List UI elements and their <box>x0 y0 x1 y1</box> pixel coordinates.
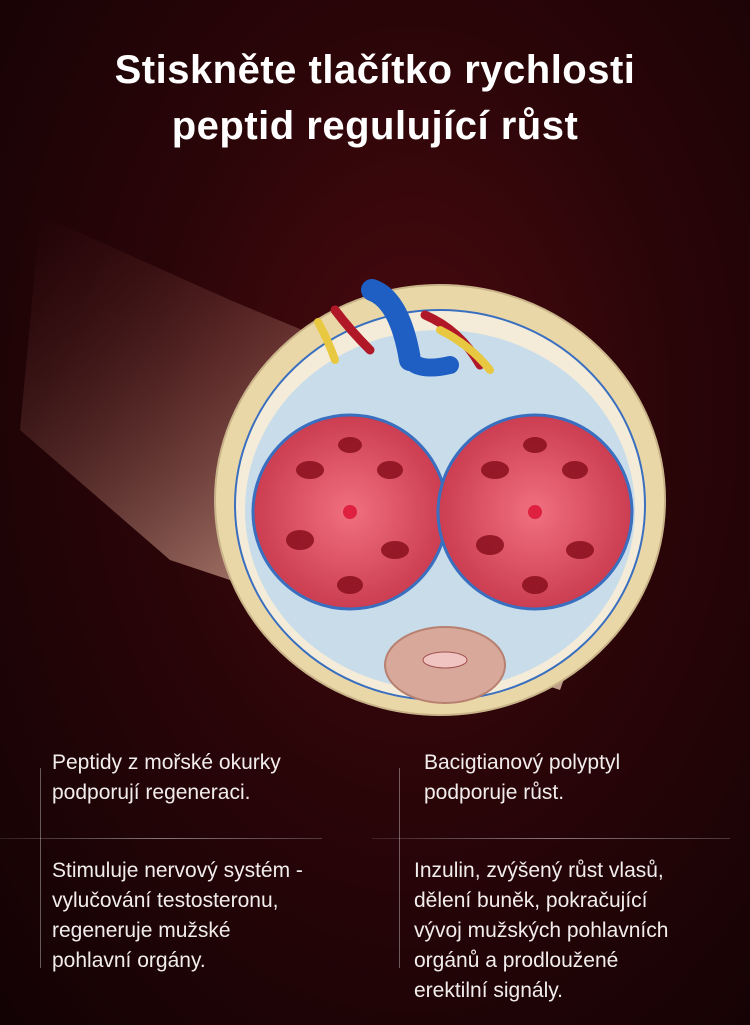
divider-horizontal-right <box>372 838 730 839</box>
feature-line: orgánů a prodloužené <box>414 949 619 972</box>
feature-line: dělení buněk, pokračující <box>414 889 648 912</box>
headline-line-1: Stiskněte tlačítko rychlosti <box>114 48 636 92</box>
feature-line: podporují regeneraci. <box>52 781 251 804</box>
feature-line: regeneruje mužské <box>52 919 231 942</box>
feature-nervous-system: Stimuluje nervový systém - vylučování te… <box>52 856 303 976</box>
feature-sea-cucumber-peptides: Peptidy z mořské okurky podporují regene… <box>52 748 281 808</box>
divider-vertical-right <box>399 768 400 968</box>
feature-line: Peptidy z mořské okurky <box>52 751 281 774</box>
feature-line: Bacigtianový polyptyl <box>424 751 621 774</box>
divider-horizontal-left <box>0 838 322 839</box>
feature-line: vývoj mužských pohlavních <box>414 919 669 942</box>
feature-line: podporuje růst. <box>424 781 565 804</box>
feature-line: vylučování testosteronu, <box>52 889 279 912</box>
feature-polypeptide-growth: Bacigtianový polyptyl podporuje růst. <box>424 748 620 808</box>
feature-line: Inzulin, zvýšený růst vlasů, <box>414 859 664 882</box>
headline: Stiskněte tlačítko rychlosti peptid regu… <box>0 42 750 154</box>
headline-line-2: peptid regulující růst <box>171 104 579 148</box>
feature-line: erektilní signály. <box>414 979 564 1002</box>
divider-vertical-left <box>40 768 41 968</box>
feature-line: pohlavní orgány. <box>52 949 206 972</box>
feature-line: Stimuluje nervový systém - <box>52 859 303 882</box>
feature-insulin-growth: Inzulin, zvýšený růst vlasů, dělení buně… <box>414 856 668 1006</box>
